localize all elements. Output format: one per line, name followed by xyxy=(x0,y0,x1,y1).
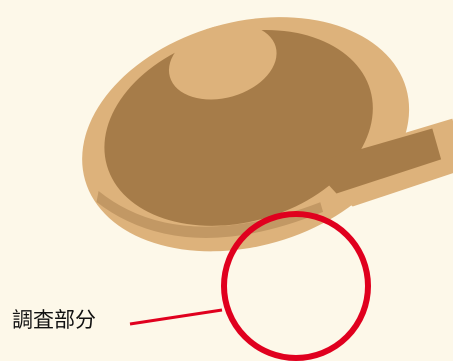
leader-line xyxy=(129,308,223,326)
bevel-shading xyxy=(96,190,324,238)
q-shaped-part xyxy=(82,17,453,252)
highlight-ring xyxy=(221,211,371,361)
center-spot xyxy=(168,23,277,100)
callout-label: 調査部分 xyxy=(12,308,96,332)
tail-face xyxy=(309,128,442,194)
